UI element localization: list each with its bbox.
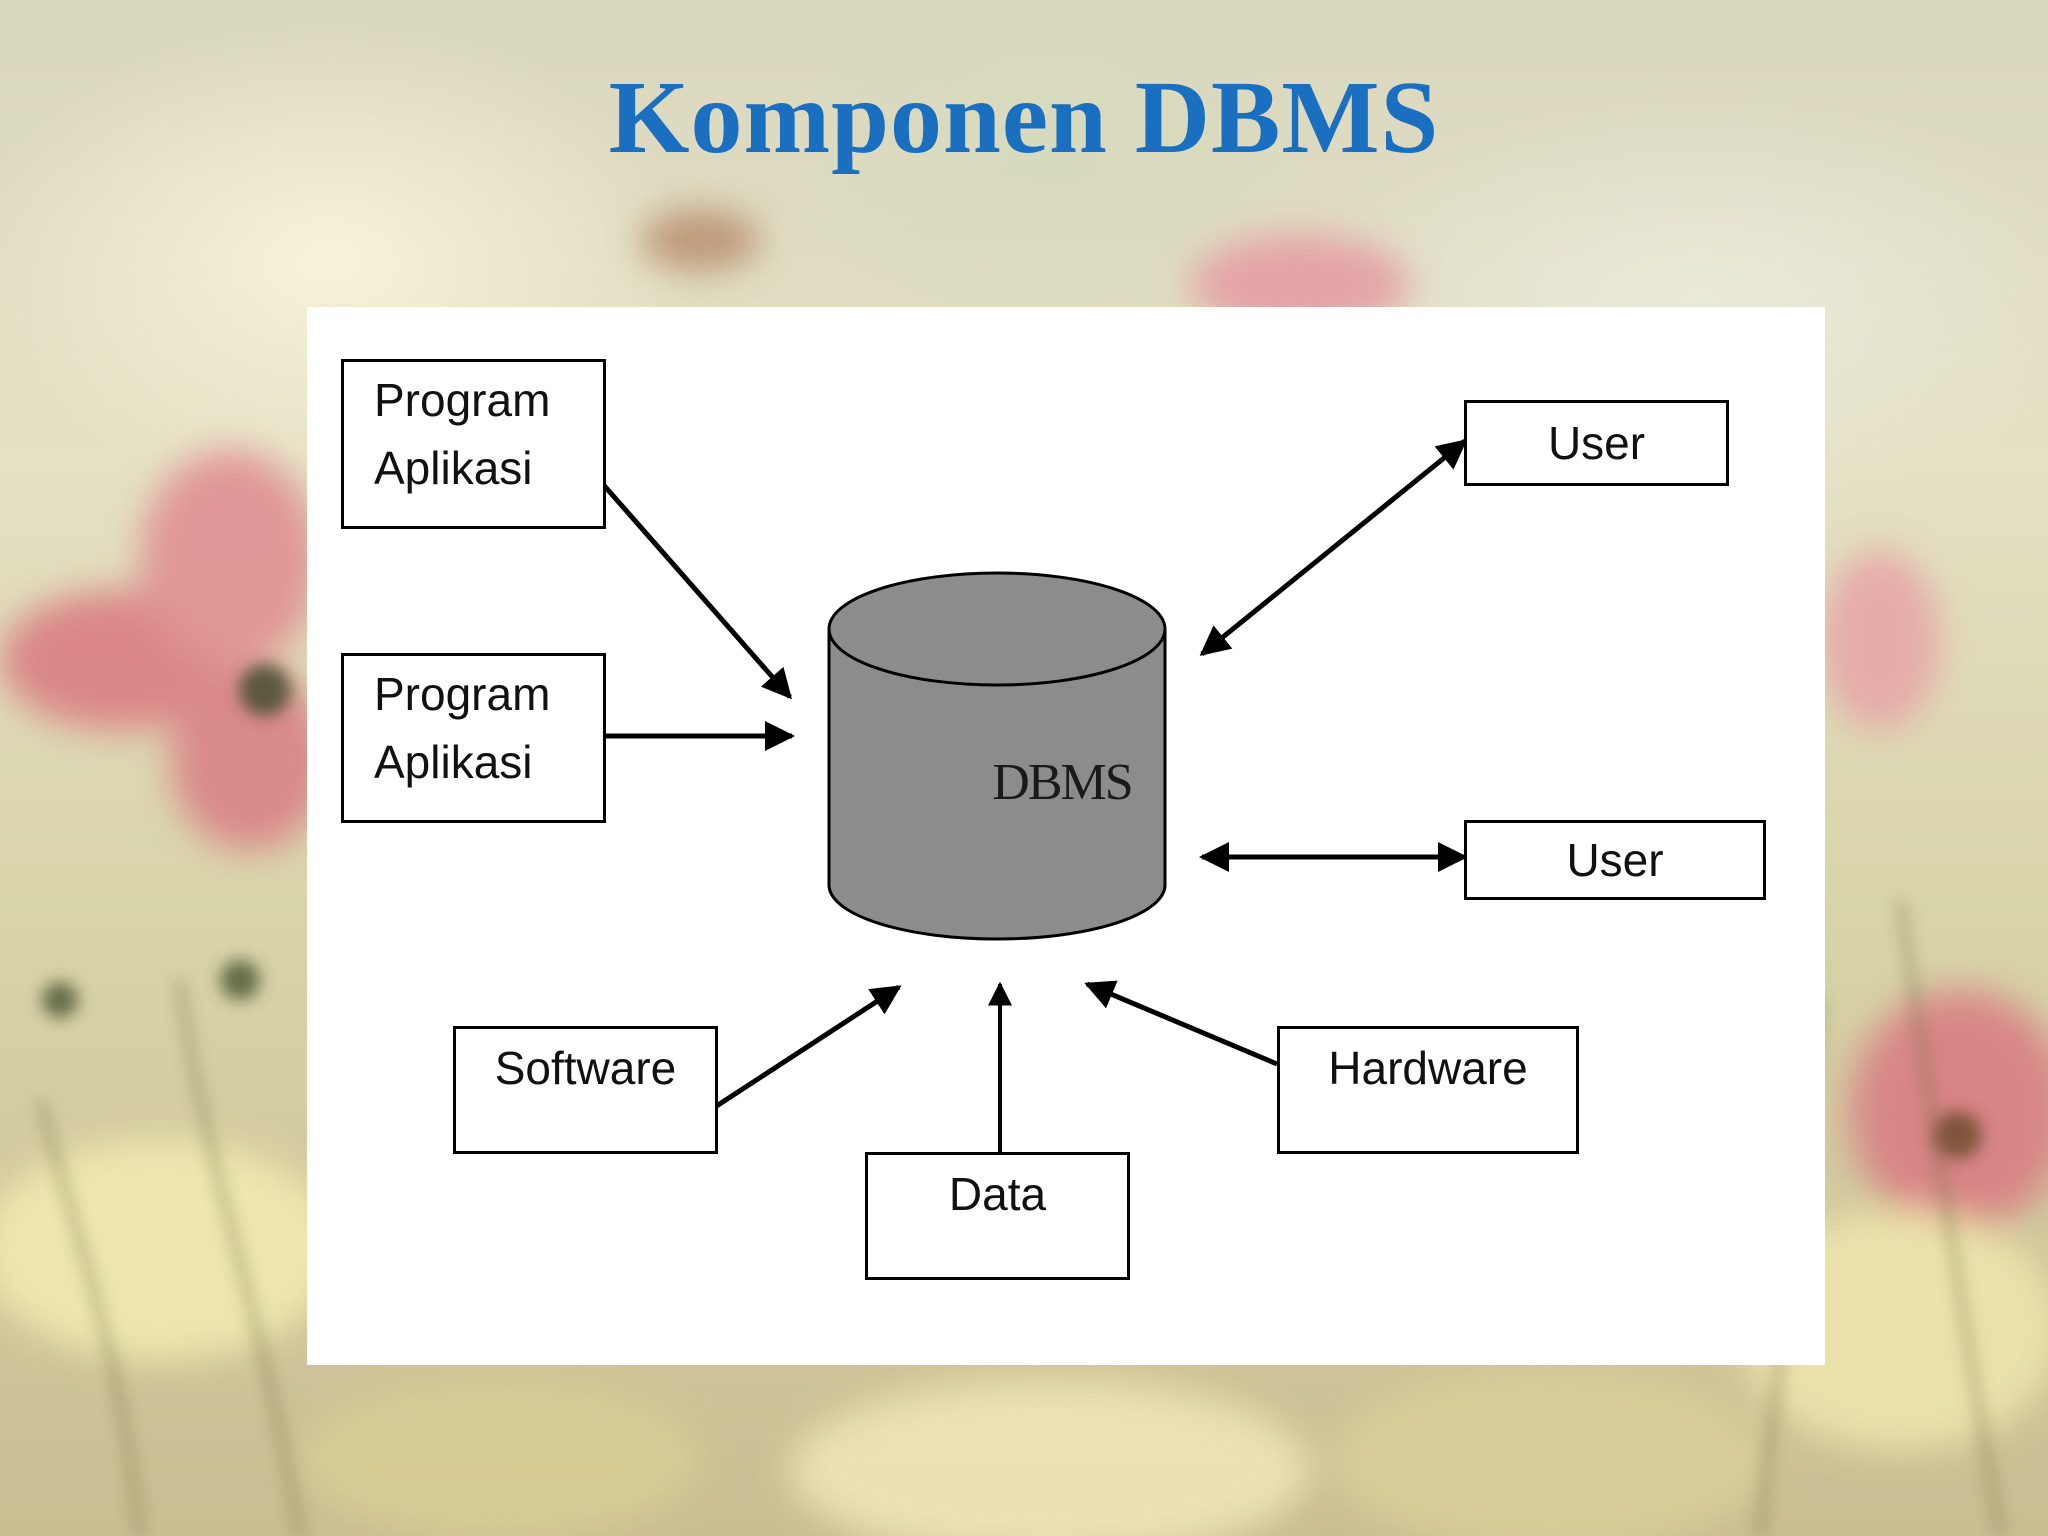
user-box-1: User (1464, 400, 1729, 486)
program-aplikasi-box-1: Program Aplikasi (341, 359, 606, 529)
software-box: Software (453, 1026, 718, 1154)
program-aplikasi-1-line1: Program (374, 374, 551, 426)
arrow-hardware (1084, 980, 1278, 1067)
program-aplikasi-2-line1: Program (374, 668, 551, 720)
dbms-label: DBMS (992, 754, 1133, 811)
program-aplikasi-box-2: Program Aplikasi (341, 653, 606, 823)
arrow-program-1 (599, 480, 792, 700)
user-2-label: User (1566, 834, 1664, 886)
slide-title: Komponen DBMS (608, 60, 1440, 175)
dbms-cylinder (827, 571, 1167, 941)
data-label: Data (948, 1168, 1047, 1220)
program-aplikasi-1-line2: Aplikasi (374, 442, 533, 494)
data-box: Data (865, 1152, 1130, 1280)
program-aplikasi-2-line2: Aplikasi (374, 736, 533, 788)
arrow-user-1 (1199, 439, 1468, 656)
user-box-2: User (1464, 820, 1766, 900)
hardware-label: Hardware (1328, 1042, 1528, 1094)
user-1-label: User (1547, 417, 1646, 469)
software-label: Software (494, 1042, 677, 1094)
diagram-connectors (599, 439, 1468, 1152)
hardware-box: Hardware (1277, 1026, 1579, 1154)
dbms-diagram: DBMS Program Aplikasi Program Aplikasi U… (307, 307, 1825, 1365)
arrow-software (713, 984, 902, 1110)
